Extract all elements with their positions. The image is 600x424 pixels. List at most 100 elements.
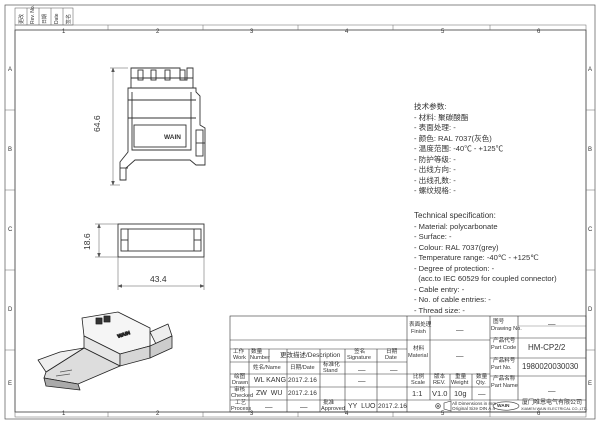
dimension-label-18-6: 18.6 [82, 233, 92, 250]
revision-label-date: Date [54, 13, 60, 24]
tb-drawing-no-en: Drawing No. [491, 326, 522, 332]
tb-scale-value: 1:1 [412, 389, 423, 398]
spec-cn-line: - 出线孔数: - [414, 175, 456, 185]
tb-drawn-extra: — [358, 376, 366, 385]
zone-number-bottom-2: 2 [156, 411, 160, 417]
tb-stand-cn: 标准化 [323, 362, 340, 368]
tb-weight-en: Weight [451, 380, 469, 386]
tb-stand-date: — [390, 365, 398, 374]
tb-dim-note-1: All Dimensions in mm [452, 401, 497, 406]
tb-dim-note-2: Original Size DIN A 4 [452, 406, 495, 411]
svg-text:WAIN: WAIN [117, 330, 132, 340]
spec-en-line: - Material: polycarbonate [414, 221, 498, 231]
tb-material-value: — [456, 351, 464, 360]
zone-number-bottom-4: 4 [345, 411, 349, 417]
tb-date2: 日期/Date [290, 365, 315, 372]
tb-approved-cn: 批准 [323, 400, 335, 406]
zone-number-bottom-5: 5 [441, 411, 445, 417]
zone-letter-left-d: D [8, 307, 13, 313]
tb-process-date: — [300, 402, 308, 411]
tb-work-en: Work [233, 355, 246, 361]
tb-process-name: — [265, 402, 273, 411]
dimension-64-6 [110, 67, 128, 186]
tb-part-no-en: Part No. [491, 365, 512, 371]
spec-en-line: - No. of cable entries: - [414, 295, 491, 304]
zone-number-top-6: 6 [537, 29, 541, 35]
spec-cn-line: - 表面处理: - [414, 123, 456, 132]
tb-drawing-no-cn: 图号 [493, 319, 505, 325]
tb-process-cn: 工艺 [235, 400, 247, 406]
spec-cn-line: - 颜色: RAL 7037(灰色) [414, 133, 492, 143]
tb-approved-date: 2017.2.16 [378, 403, 407, 410]
spec-cn-line: - 防护等级: - [414, 154, 456, 164]
zone-number-top-4: 4 [345, 29, 349, 35]
tb-number-cn: 数量 [251, 349, 263, 355]
dimension-18-6 [95, 223, 118, 258]
tb-finish-value: — [456, 325, 464, 334]
zone-letter-right-e: E [588, 381, 593, 387]
isometric-view: WAIN [37, 311, 173, 391]
tb-material-cn: 材料 [413, 346, 425, 352]
front-view [117, 223, 205, 258]
zone-number-top-3: 3 [250, 29, 254, 35]
tb-rev-cn: 版本 [434, 374, 446, 380]
revision-label-signature: 签名 [66, 13, 72, 24]
tb-weight-cn: 重量 [455, 374, 467, 380]
company-name-cn: 厦门唯恩电气有限公司 [522, 400, 583, 406]
dimension-label-43-4: 43.4 [150, 274, 167, 284]
company-logo: WAIN [497, 404, 510, 409]
zone-letter-right-c: C [588, 227, 593, 233]
tb-finish-en: Finish [411, 329, 426, 335]
tb-drawn-name: WL KANG [254, 377, 287, 384]
zone-number-top-2: 2 [156, 29, 160, 35]
tb-date2-cn-text: 日期 [290, 365, 302, 371]
spec-en-title: Technical specification: [414, 211, 496, 220]
zone-number-bottom-6: 6 [537, 411, 541, 417]
spec-en-line: - Colour: RAL 7037(grey) [414, 242, 499, 252]
tb-qty-cn: 数量 [476, 374, 488, 380]
tb-number-en: Number [250, 355, 270, 361]
tb-name-cn-text: 姓名 [253, 365, 265, 371]
tb-approved-name: YY LUO [348, 403, 376, 410]
tb-scale-en: Scale [411, 380, 425, 386]
tb-stand-en: Stand [323, 368, 338, 374]
tb-date2-en-text: /Date [301, 365, 315, 371]
tb-part-no-cn: 产品料号 [493, 358, 516, 364]
spec-en-line: - Temperature range: -40℃ - +125℃ [414, 253, 539, 262]
dimension-label-64-6: 64.6 [92, 115, 102, 132]
spec-en-line: (acc.to IEC 60529 for coupled connector) [414, 274, 557, 283]
tb-name-cn: 姓名/Name [253, 365, 281, 372]
spec-cn-line: - 出线方向: - [414, 165, 456, 174]
tb-part-code-cn: 产品代号 [493, 338, 516, 344]
zone-letter-right-d: D [588, 307, 593, 313]
zone-letter-right-a: A [588, 67, 593, 73]
tb-finish-cn: 表面处理 [409, 322, 432, 328]
tb-checked-name: ZW WU [256, 390, 283, 397]
tb-part-name-en: Part Name [491, 383, 518, 389]
tb-stand-name: — [358, 365, 366, 374]
zone-letter-left-e: E [8, 381, 13, 387]
tb-weight-value: 10g [454, 389, 467, 398]
spec-cn-title: 技术参数: [414, 102, 447, 111]
zone-number-bottom-1: 1 [62, 411, 66, 417]
tb-part-code-value: HM-CP2/2 [528, 343, 566, 352]
tb-qty-en: Qty. [476, 380, 486, 386]
tb-approved-en: Approved [321, 406, 345, 412]
bottom-strip [14, 411, 587, 418]
tb-signature-cn: 签名 [354, 349, 366, 355]
spec-cn-line: - 材料: 聚碳酸酯 [414, 112, 469, 122]
tb-checked-date: 2017.2.16 [288, 390, 317, 397]
revision-strip [14, 7, 74, 26]
zone-letter-left-b: B [8, 147, 13, 153]
zone-ticks [5, 25, 595, 417]
tb-part-name-cn: 产品名称 [493, 376, 516, 382]
spec-chinese: 技术参数: - 材料: 聚碳酸酯 - 表面处理: - - 颜色: RAL 703… [414, 102, 503, 197]
tb-part-no-value: 1980020030030 [522, 362, 579, 371]
dimension-43-4 [117, 257, 205, 290]
tb-drawn-cn: 绘图 [234, 374, 246, 380]
spec-en-line: - Thread size: - [414, 305, 465, 315]
tb-drawn-en: Drawn [232, 380, 249, 386]
zone-letter-left-a: A [8, 67, 13, 73]
tb-checked-en: Checked [231, 393, 254, 399]
